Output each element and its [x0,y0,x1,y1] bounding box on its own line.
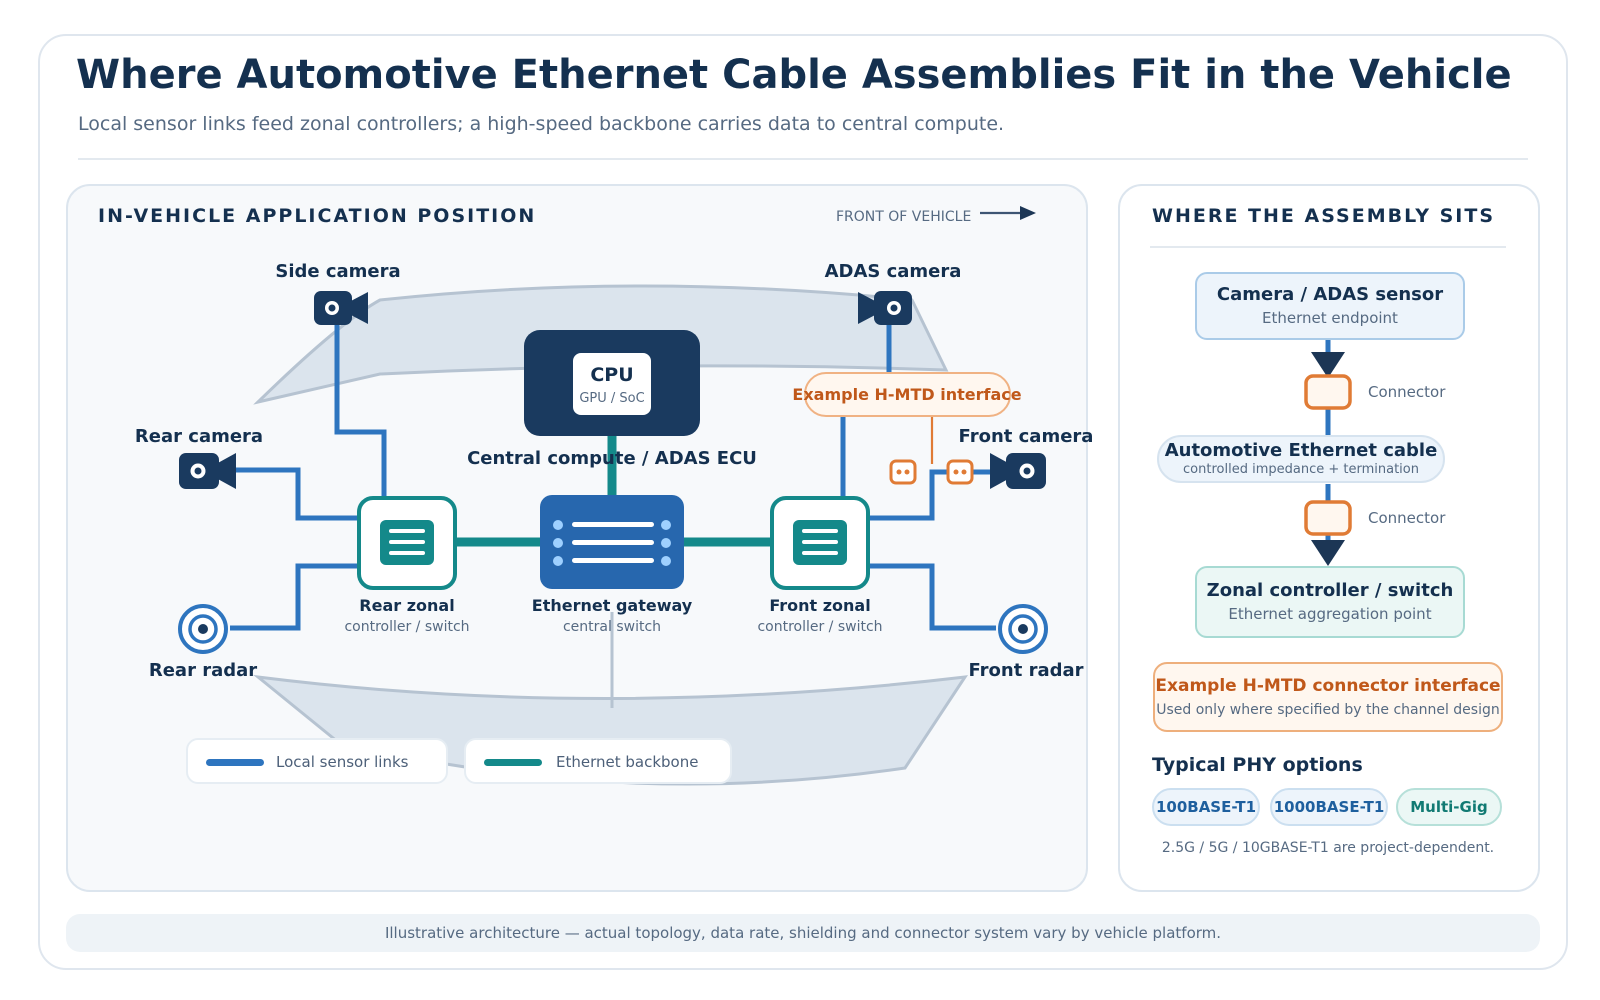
rear-radar-label: Rear radar [148,660,258,681]
connector-icon [1304,500,1352,536]
hmtd-connector-subtitle: Used only where specified by the channel… [1156,702,1500,718]
cpu-icon [573,353,651,415]
rear-camera-label: Rear camera [134,426,264,447]
ethernet-cable-subtitle: controlled impedance + termination [1183,462,1419,477]
phy-chip-multi-gig: Multi-Gig [1396,788,1502,826]
legend-label-backbone: Ethernet backbone [556,753,699,771]
rear-camera-icon [179,453,236,489]
phy-note: 2.5G / 5G / 10GBASE-T1 are project-depen… [1161,840,1495,856]
assembly-position-title: WHERE THE ASSEMBLY SITS [1152,205,1496,227]
front-radar-label: Front radar [968,660,1084,681]
header-divider [78,158,1528,160]
cpu-sublabel: GPU / SoC [579,391,645,406]
legend-ethernet-backbone: Ethernet backbone [464,738,732,784]
front-zonal-sublabel: controller / switch [757,619,883,635]
arrow-right-icon [980,206,1036,220]
legend-swatch-local [206,759,264,766]
front-zonal-label: Front zonal [769,596,871,615]
camera-sensor-title: Camera / ADAS sensor [1216,284,1444,305]
side-camera-icon [314,291,368,325]
rear-zonal-sublabel: controller / switch [344,619,470,635]
ethernet-cable-node: Automotive Ethernet cable controlled imp… [1157,435,1445,483]
legend-local-sensor-links: Local sensor links [186,738,448,784]
application-position-title: IN-VEHICLE APPLICATION POSITION [98,205,537,227]
front-camera-icon [990,453,1046,489]
rear-radar-icon [178,604,228,654]
zonal-controller-node: Zonal controller / switch Ethernet aggre… [1195,566,1465,638]
rear-zonal-label: Rear zonal [359,596,455,615]
arrow-down-icon [1311,540,1345,566]
cpu-label: CPU [590,364,634,386]
hmtd-interface-bubble [804,372,1011,417]
adas-camera-label: ADAS camera [824,261,962,282]
central-compute-label: Central compute / ADAS ECU [467,448,757,469]
page-title: Where Automotive Ethernet Cable Assembli… [76,52,1512,98]
hmtd-connector-icon [889,459,974,485]
connector-bottom-label: Connector [1368,509,1446,527]
phy-options-title: Typical PHY options [1152,754,1363,776]
zonal-controller-title: Zonal controller / switch [1206,580,1454,601]
front-camera-label: Front camera [958,426,1094,447]
adas-camera-icon [858,291,912,325]
connector-top-label: Connector [1368,383,1446,401]
hmtd-connector-node: Example H-MTD connector interface Used o… [1153,662,1503,732]
front-of-vehicle-label: FRONT OF VEHICLE [836,209,972,225]
ethernet-gateway-sublabel: central switch [562,619,662,635]
legend-label-local: Local sensor links [276,753,409,771]
rear-zonal-switch-icon [357,496,457,590]
side-camera-label: Side camera [275,261,401,282]
page-subtitle: Local sensor links feed zonal controller… [78,113,1005,135]
zonal-controller-subtitle: Ethernet aggregation point [1228,605,1432,623]
connector-icon [1304,374,1352,410]
ethernet-gateway-label: Ethernet gateway [531,596,693,615]
hmtd-connector-title: Example H-MTD connector interface [1155,676,1501,696]
camera-sensor-node: Camera / ADAS sensor Ethernet endpoint [1195,272,1465,340]
front-radar-icon [998,604,1048,654]
phy-chip-1000base-t1: 1000BASE-T1 [1270,788,1388,826]
legend-swatch-backbone [484,759,542,766]
ethernet-backbone [455,435,772,547]
camera-sensor-subtitle: Ethernet endpoint [1262,309,1398,327]
ethernet-gateway-icon [540,495,684,589]
hmtd-interface-label: Example H-MTD interface [792,385,1022,404]
right-panel-divider [1150,246,1506,248]
footer-note: Illustrative architecture — actual topol… [66,914,1540,952]
ethernet-cable-title: Automotive Ethernet cable [1164,440,1438,461]
phy-chip-100base-t1: 100BASE-T1 [1152,788,1260,826]
front-zonal-switch-icon [770,496,870,590]
arrow-down-icon [1311,352,1345,378]
